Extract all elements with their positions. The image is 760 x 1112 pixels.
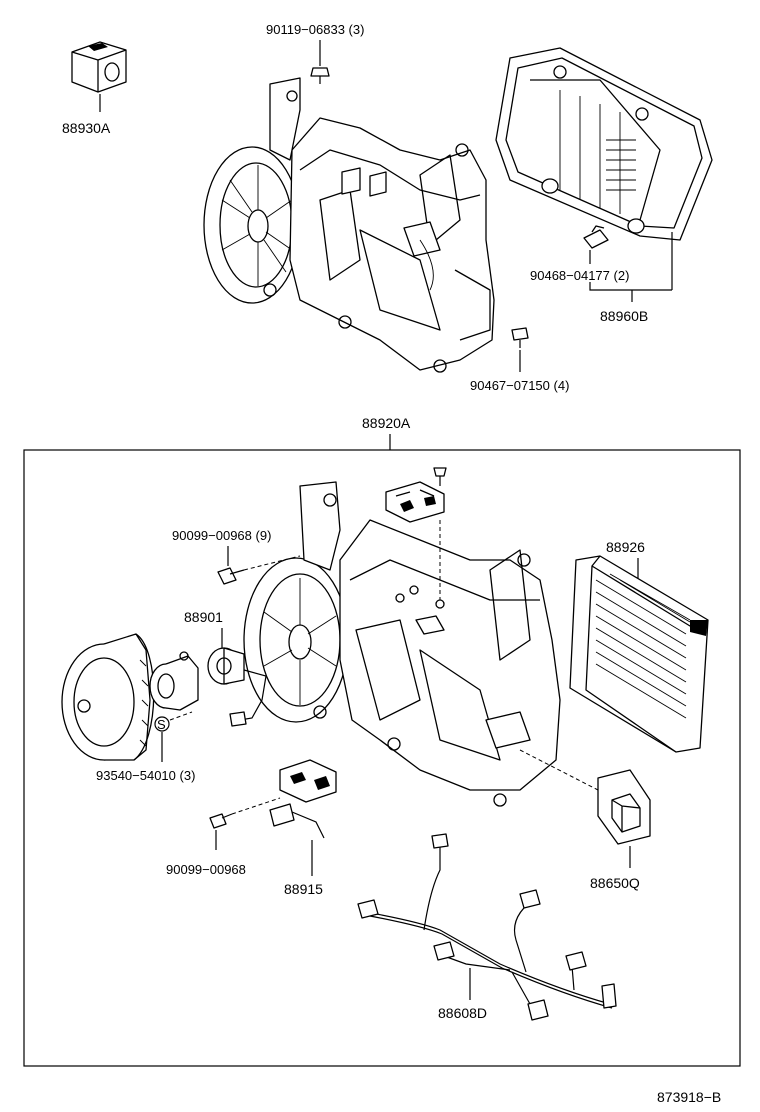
bearing-93540 xyxy=(149,651,199,711)
label-88915: 88915 xyxy=(284,881,323,897)
assembly-frame xyxy=(23,449,741,1067)
wire-harness-88608D xyxy=(357,833,617,1021)
clip-s-mark: S xyxy=(157,717,166,732)
label-93540-54010: 93540−54010 (3) xyxy=(96,768,195,783)
label-88901: 88901 xyxy=(184,609,223,625)
clip-90468 xyxy=(583,225,609,249)
clip-s xyxy=(154,716,170,732)
bolt-90467 xyxy=(511,327,529,348)
label-88960B: 88960B xyxy=(600,308,648,324)
label-90099-00968-9: 90099−00968 (9) xyxy=(172,528,271,543)
bolt-90119 xyxy=(310,67,330,84)
screw-90099a xyxy=(217,567,245,585)
label-90468-04177: 90468−04177 (2) xyxy=(530,268,629,283)
label-88926: 88926 xyxy=(606,539,645,555)
diagram-reference-number: 873918−B xyxy=(657,1089,721,1105)
resistor-top xyxy=(385,481,445,523)
relay-88930A xyxy=(71,41,127,93)
screw-90099b xyxy=(209,813,233,829)
label-88920A: 88920A xyxy=(362,415,411,431)
screw-top xyxy=(433,467,447,486)
resistor-88915 xyxy=(269,759,337,839)
label-88650Q: 88650Q xyxy=(590,875,640,891)
label-90099-00968: 90099−00968 xyxy=(166,862,246,877)
filter-frame-88960B xyxy=(495,47,713,241)
label-88608D: 88608D xyxy=(438,1005,487,1021)
label-90467-07150: 90467−07150 (4) xyxy=(470,378,569,393)
motor-88901 xyxy=(207,647,267,727)
label-90119-06833: 90119−06833 (3) xyxy=(266,22,364,37)
connector-88650Q xyxy=(597,769,651,845)
blower-unit-lower xyxy=(243,481,561,807)
evaporator-core-88926 xyxy=(569,555,709,753)
fan-wheel xyxy=(61,633,155,761)
label-88930A: 88930A xyxy=(62,120,111,136)
blower-unit-upper xyxy=(203,77,495,373)
